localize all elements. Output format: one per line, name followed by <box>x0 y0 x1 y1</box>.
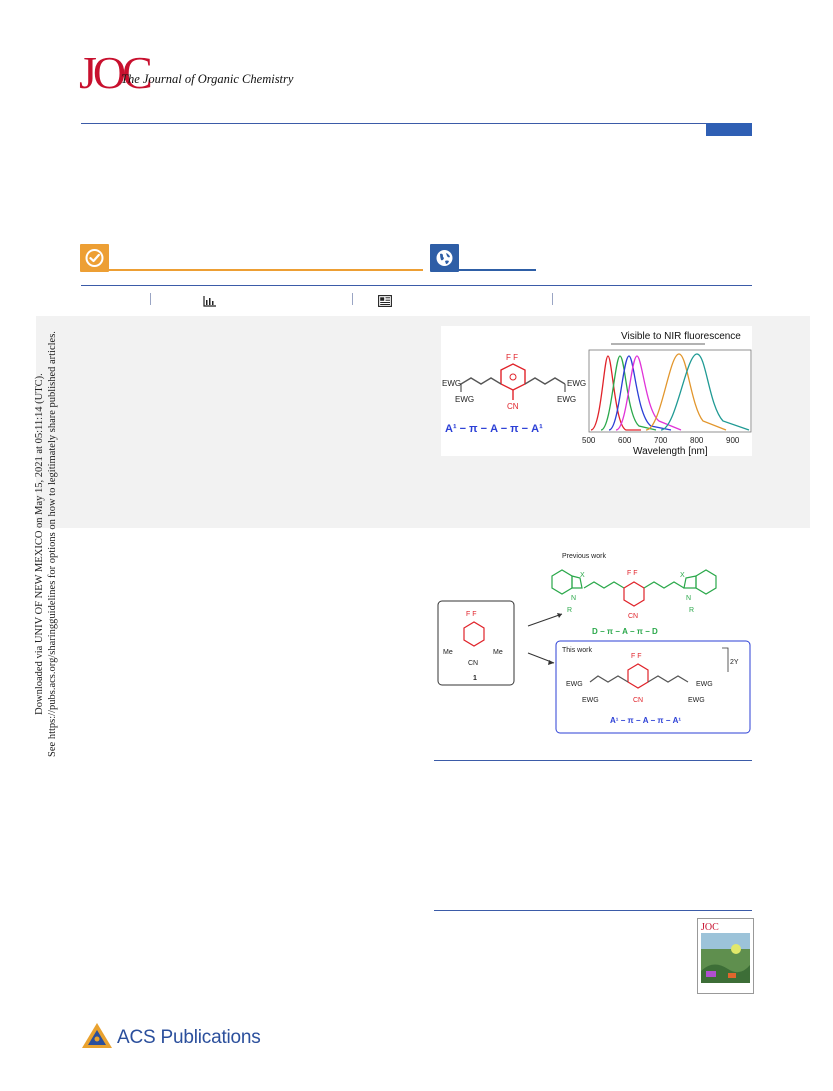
metrics-separator <box>352 293 353 305</box>
scheme-previous-work: Previous work <box>562 553 606 560</box>
scheme-cn-this: CN <box>633 697 643 704</box>
toc-ewg-right: EWG <box>567 379 586 388</box>
toc-x-tick: 900 <box>726 436 740 445</box>
metrics-bar-top-rule <box>81 285 752 286</box>
svg-text:F F: F F <box>466 611 477 618</box>
scheme-ewg: EWG <box>582 697 599 704</box>
svg-text:JOC: JOC <box>701 922 719 933</box>
toc-acceptor-row: A¹ − π − A − π − A¹ <box>445 423 543 435</box>
toc-x-tick: 700 <box>654 436 668 445</box>
article-type-tag <box>706 123 752 136</box>
section-rule <box>434 910 752 911</box>
download-watermark-line2: See https://pubs.acs.org/sharingguidelin… <box>47 331 58 757</box>
journal-name: The Journal of Organic Chemistry <box>121 72 294 86</box>
scheme-r-right: R <box>689 607 694 614</box>
scheme-this-molecule: F F CN EWG EWG EWG EWG A¹ − π − A − π − … <box>566 653 713 725</box>
check-updates-underline <box>109 269 423 271</box>
article-recommendations-icon[interactable] <box>378 294 392 312</box>
toc-cn-label: CN <box>507 402 519 411</box>
journal-cover-thumbnail[interactable]: JOC <box>697 918 754 994</box>
publisher-name: ACS Publications <box>117 1027 261 1048</box>
scheme-x-right: X <box>680 572 685 579</box>
scheme-compound-number: 1 <box>473 675 477 682</box>
metrics-separator <box>150 293 151 305</box>
download-watermark: Downloaded via UNIV OF NEW MEXICO on May… <box>33 331 59 757</box>
scheme-r-left: R <box>567 607 572 614</box>
scheme-counter-ion: 2Y <box>730 659 739 666</box>
toc-bf2-label: F F <box>506 353 518 362</box>
scheme-donor-row: D − π − A − π − D <box>592 627 658 636</box>
toc-ewg-left-2: EWG <box>455 395 474 404</box>
svg-text:F F: F F <box>627 570 638 577</box>
toc-ewg-right-2: EWG <box>557 395 576 404</box>
toc-ewg-left: EWG <box>442 379 461 388</box>
scheme-acceptor-row: A¹ − π − A − π − A¹ <box>610 716 681 725</box>
scheme-cn-prev: CN <box>628 613 638 620</box>
section-rule <box>434 760 752 761</box>
scheme-previous-molecule: X N R F F CN X N R D − π − A − π − D <box>551 569 717 636</box>
metrics-separator <box>552 293 553 305</box>
toc-x-axis-label: Wavelength [nm] <box>633 446 708 456</box>
scheme-n-right: N <box>686 595 691 602</box>
scheme-n-left: N <box>571 595 576 602</box>
scheme-figure: Previous work F F Me Me CN 1 X N R F F C… <box>434 548 752 738</box>
open-access-icon[interactable] <box>430 244 459 272</box>
scheme-me-right: Me <box>493 649 503 656</box>
scheme-ewg: EWG <box>688 697 705 704</box>
check-updates-icon[interactable] <box>80 244 109 272</box>
scheme-cn-1: CN <box>468 660 478 667</box>
toc-spectra-plot: Visible to NIR fluorescence 500 600 700 … <box>582 331 752 457</box>
open-access-underline <box>459 269 536 271</box>
download-watermark-line1: Downloaded via UNIV OF NEW MEXICO on May… <box>34 373 45 715</box>
toc-plot-title: Visible to NIR fluorescence <box>621 331 741 342</box>
scheme-this-work: This work <box>562 647 592 654</box>
svg-text:F F: F F <box>631 653 642 660</box>
scheme-ewg: EWG <box>696 681 713 688</box>
toc-molecule: F F CN EWG EWG EWG EWG A¹ − π − A − π − … <box>442 353 586 435</box>
metrics-bar-chart-icon[interactable] <box>203 294 217 312</box>
scheme-ewg: EWG <box>566 681 583 688</box>
scheme-x-left: X <box>580 572 585 579</box>
toc-graphic: F F CN EWG EWG EWG EWG A¹ − π − A − π − … <box>441 326 752 457</box>
header-rule <box>81 123 752 124</box>
toc-x-tick: 600 <box>618 436 632 445</box>
acs-logo-icon <box>80 1021 114 1056</box>
toc-x-tick: 800 <box>690 436 704 445</box>
scheme-me-left: Me <box>443 649 453 656</box>
toc-x-tick: 500 <box>582 436 596 445</box>
journal-logo: JOC <box>79 47 153 98</box>
